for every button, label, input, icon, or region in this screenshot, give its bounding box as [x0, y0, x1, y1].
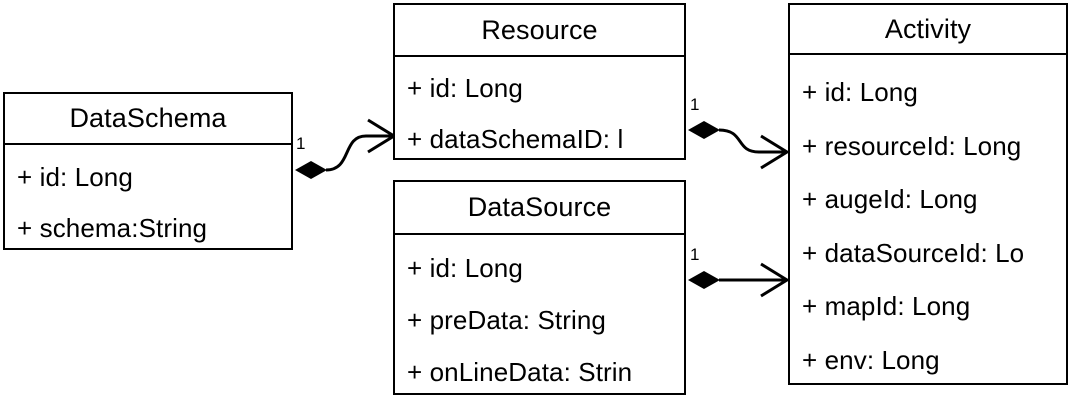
class-box-activity[interactable]: Activity + id: Long + resourceId: Long +… [788, 3, 1068, 385]
attribute-row: + id: Long [802, 77, 918, 107]
relation-resource-activity [688, 121, 790, 170]
attribute-row: + schema:String [17, 213, 208, 243]
attribute-row: + id: Long [407, 253, 523, 283]
attribute-row: + mapId: Long [802, 291, 971, 321]
relation-dataschema-resource [295, 118, 397, 179]
class-name-activity: Activity [884, 13, 972, 44]
class-name-dataschema: DataSchema [69, 103, 227, 133]
attribute-row: + dataSourceId: Lo [802, 238, 1025, 268]
class-box-datasource[interactable]: DataSource + id: Long + preData: String … [393, 180, 686, 395]
open-arrowhead-icon [760, 262, 790, 298]
class-name-datasource: DataSource [467, 192, 612, 222]
attribute-list-dataschema: + id: Long + schema:String [5, 145, 291, 248]
attribute-row: + onLineData: Strin [407, 357, 633, 387]
class-box-dataschema[interactable]: DataSchema + id: Long + schema:String [3, 92, 293, 250]
attribute-row: + id: Long [407, 73, 523, 103]
attribute-row: + dataSchemaID: l [407, 124, 624, 154]
attribute-row: + id: Long [17, 162, 133, 192]
multiplicity-dataschema-resource: 1 [296, 134, 306, 153]
class-header-resource: Resource [395, 5, 684, 57]
multiplicity-resource-activity: 1 [690, 95, 700, 114]
attribute-row: + preData: String [407, 305, 606, 335]
composition-diamond-icon [688, 121, 720, 139]
class-name-resource: Resource [481, 14, 598, 45]
open-arrowhead-icon [367, 118, 397, 154]
class-header-activity: Activity [790, 5, 1066, 55]
composition-diamond-icon [295, 161, 327, 179]
class-box-resource[interactable]: Resource + id: Long + dataSchemaID: l [393, 3, 686, 160]
class-header-datasource: DataSource [395, 182, 684, 235]
attribute-list-activity: + id: Long + resourceId: Long + augeId: … [790, 55, 1066, 383]
attribute-row: + resourceId: Long [802, 131, 1022, 161]
relation-datasource-activity [688, 262, 790, 298]
multiplicity-datasource-activity: 1 [690, 245, 700, 264]
open-arrowhead-icon [760, 134, 790, 170]
attribute-row: + env: Long [802, 345, 940, 375]
class-header-dataschema: DataSchema [5, 94, 291, 145]
composition-diamond-icon [688, 271, 720, 289]
attribute-row: + augeId: Long [802, 184, 978, 214]
attribute-list-datasource: + id: Long + preData: String + onLineDat… [395, 235, 684, 393]
attribute-list-resource: + id: Long + dataSchemaID: l [395, 57, 684, 158]
